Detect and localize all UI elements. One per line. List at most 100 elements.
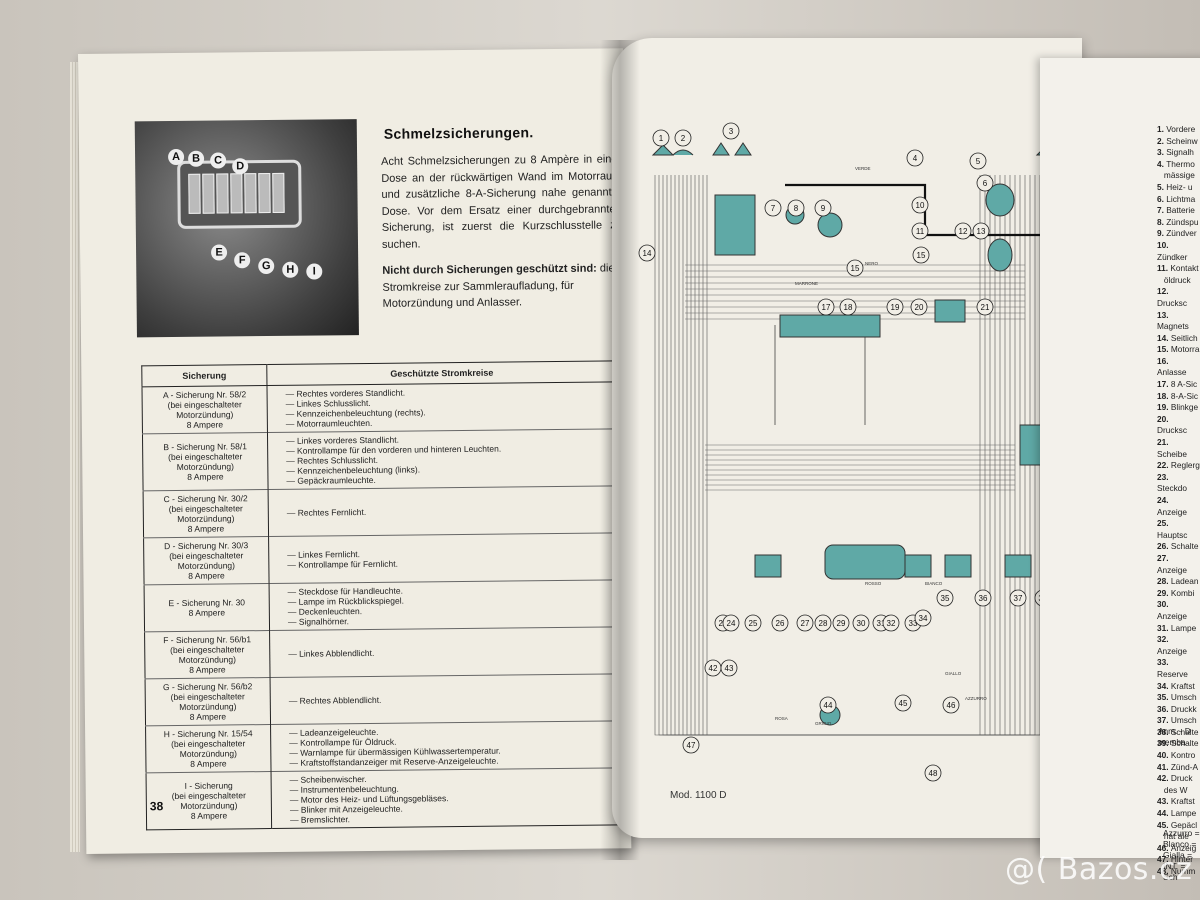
switch-component xyxy=(754,554,782,578)
legend-number: 42. xyxy=(1157,773,1171,784)
legend-number: 10. xyxy=(1157,239,1169,250)
legend-number: 8. xyxy=(1157,216,1167,227)
legend-item: 15. Motorra xyxy=(1157,344,1200,356)
legend-item: 10. Zündker xyxy=(1157,240,1200,263)
legend-number: 32. xyxy=(1157,634,1169,645)
component-callout xyxy=(832,614,850,632)
legend-number: 26. xyxy=(1157,541,1171,552)
fuse-cell: B - Sicherung Nr. 58/1(bei eingeschaltet… xyxy=(142,432,269,491)
legend-item: 39. Schalte xyxy=(1157,738,1200,750)
switch-component xyxy=(904,554,932,578)
photo-label: B xyxy=(188,150,205,167)
legend-text: Reserve xyxy=(1157,668,1188,679)
watermark: @( Bazos.cz xyxy=(1005,852,1193,887)
note-line: Anm. - D xyxy=(1158,726,1191,736)
legend-number: 21. xyxy=(1157,437,1169,448)
legend-text: Zünd-A xyxy=(1170,761,1199,772)
fuse-table: Sicherung Geschützte Stromkreise A - Sic… xyxy=(141,360,623,831)
legend-text: Heiz- u xyxy=(1166,181,1193,192)
fan-motor-component xyxy=(985,183,1015,217)
legend-number: 31. xyxy=(1157,622,1171,633)
wire xyxy=(774,325,866,425)
component-callout xyxy=(942,696,960,714)
fuse xyxy=(272,172,285,213)
component-callout xyxy=(969,152,987,170)
legend-number: 14. xyxy=(1157,332,1171,343)
fuse-line: F - Sicherung Nr. 56/b1 xyxy=(163,634,252,646)
legend-text: Signalh xyxy=(1166,147,1194,158)
callout-number: 36 xyxy=(979,594,988,603)
legend-item: 19. Blinkge xyxy=(1157,402,1200,414)
legend-item: 4. Thermo xyxy=(1157,159,1200,171)
callout-number: 1 xyxy=(659,134,664,143)
distributor-component xyxy=(817,212,843,238)
legend-item: 21. Scheibe xyxy=(1157,437,1200,460)
legend-item: 22. Reglerg xyxy=(1157,460,1200,472)
note-line: memba xyxy=(1158,737,1186,747)
photo-label: E xyxy=(211,244,228,261)
legend-number: 16. xyxy=(1157,355,1169,366)
legend-text: Thermo xyxy=(1166,158,1195,169)
legend-item: hat ale xyxy=(1157,831,1200,843)
component-callout xyxy=(814,614,832,632)
legend-number: 35. xyxy=(1157,692,1171,703)
callout-number: 7 xyxy=(771,204,776,213)
component-callout xyxy=(906,149,924,167)
legend-item: mässige xyxy=(1157,170,1200,182)
fuse-cell: A - Sicherung Nr. 58/2(bei eingeschaltet… xyxy=(141,385,268,434)
intro-paragraph: Acht Schmelzsicherungen zu 8 Ampère in e… xyxy=(381,153,622,251)
legend-text: öldruck xyxy=(1163,274,1191,285)
wire-color-label: MARRONE xyxy=(795,281,818,286)
color-line: Gialla = xyxy=(1163,850,1193,860)
legend-number: 41. xyxy=(1157,761,1171,772)
legend-number: 6. xyxy=(1157,193,1167,204)
callout-number: 25 xyxy=(749,619,758,628)
legend-text: Anlasse xyxy=(1157,367,1187,378)
circuits-cell: — Linkes Fernlicht.— Kontrollampe für Fe… xyxy=(268,532,620,584)
photo-label: C xyxy=(210,152,227,169)
component-callout xyxy=(886,298,904,316)
legend-item: 2. Scheinw xyxy=(1157,136,1200,148)
circuits-cell: — Linkes vorderes Standlicht.— Kontrolla… xyxy=(267,428,619,490)
component-callout xyxy=(764,199,782,217)
table-row: G - Sicherung Nr. 56/b2(bei eingeschalte… xyxy=(145,673,621,726)
legend-number: 40. xyxy=(1157,750,1171,761)
legend-text: Anzeige xyxy=(1157,564,1187,575)
legend-number: 7. xyxy=(1157,205,1167,216)
legend-number: 38. xyxy=(1157,726,1171,737)
callout-number: 17 xyxy=(822,303,831,312)
legend-number: 33. xyxy=(1157,657,1169,668)
legend-text: Drucksc xyxy=(1157,425,1187,436)
legend-text: Scheinw xyxy=(1166,135,1198,146)
component-callout xyxy=(722,122,740,140)
table-row: C - Sicherung Nr. 30/2(bei eingeschaltet… xyxy=(143,485,619,538)
component-callout xyxy=(912,246,930,264)
fuse xyxy=(216,173,229,214)
page-number: 38 xyxy=(149,799,164,814)
table-row: D - Sicherung Nr. 30/3(bei eingeschaltet… xyxy=(143,532,620,585)
legend-item: 47. Hinter xyxy=(1157,854,1200,866)
callout-number: 12 xyxy=(959,227,968,236)
legend-item: 5. Heiz- u xyxy=(1157,182,1200,194)
component-callout xyxy=(722,614,740,632)
photo-label: G xyxy=(258,257,275,275)
legend-text: Seitlich xyxy=(1170,332,1198,343)
legend-item: 13. Magnets xyxy=(1157,310,1200,333)
circuit-line: — Kraftstoffstandanzeiger mit Reserve-An… xyxy=(289,755,499,768)
circuits-cell: — Ladeanzeigeleuchte.— Kontrollampe für … xyxy=(270,720,622,772)
fuse-line: D - Sicherung Nr. 30/3 xyxy=(164,540,249,552)
legend-text: Lichtma xyxy=(1166,193,1196,204)
legend-item: 20. Drucksc xyxy=(1157,414,1200,437)
legend-number: 34. xyxy=(1157,680,1171,691)
fuse-line: 8 Ampere xyxy=(187,523,225,534)
component-callout xyxy=(914,609,932,627)
legend-text: Schalte xyxy=(1170,726,1199,737)
legend-text: Druck xyxy=(1170,773,1193,784)
column-header: Sicherung xyxy=(141,364,267,387)
legend-item: 32. Anzeige xyxy=(1157,634,1200,657)
callout-number: 47 xyxy=(687,741,696,750)
legend-number: 1. xyxy=(1157,124,1167,134)
